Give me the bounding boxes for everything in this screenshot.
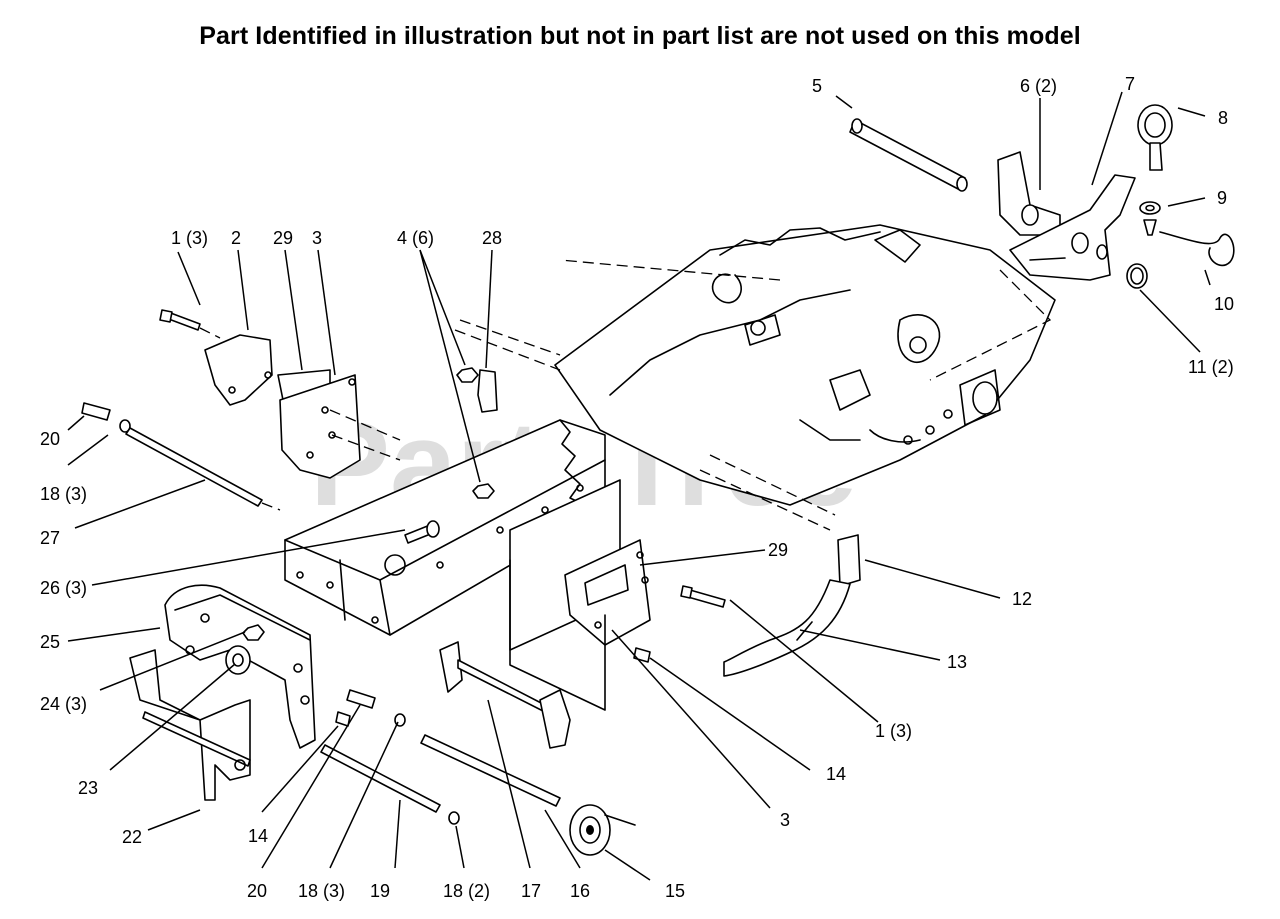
lower-bracket-assembly [129, 584, 460, 825]
callout-19: 19 [370, 881, 390, 901]
callout-14-right: 14 [826, 764, 846, 784]
callout-3-right: 3 [780, 810, 790, 830]
callout-2: 2 [231, 228, 241, 248]
lower-center-assembly [420, 559, 636, 856]
callout-12: 12 [1012, 589, 1032, 609]
callout-16: 16 [570, 881, 590, 901]
callout-7: 7 [1125, 74, 1135, 94]
tow-hitch-assembly [849, 104, 1235, 289]
callout-labels: 1 (3) 2 29 3 4 (6) 28 5 6 (2) 7 8 9 10 1… [40, 74, 1234, 901]
callout-14-bottom: 14 [248, 826, 268, 846]
callout-26: 26 (3) [40, 578, 87, 598]
callout-1-3-right: 1 (3) [875, 721, 912, 741]
callout-8: 8 [1218, 108, 1228, 128]
left-bracket-assembly [81, 309, 401, 511]
callout-20-bottom: 20 [247, 881, 267, 901]
callout-9: 9 [1217, 188, 1227, 208]
callout-15: 15 [665, 881, 685, 901]
callout-18-2: 18 (2) [443, 881, 490, 901]
diagram-title: Part Identified in illustration but not … [199, 22, 1081, 50]
callout-20-left: 20 [40, 429, 60, 449]
callout-24: 24 (3) [40, 694, 87, 714]
callout-29-right: 29 [768, 540, 788, 560]
callout-6: 6 (2) [1020, 76, 1057, 96]
callout-28: 28 [482, 228, 502, 248]
callout-11: 11 (2) [1188, 357, 1234, 377]
callout-3-top: 3 [312, 228, 322, 248]
callout-10: 10 [1214, 294, 1234, 314]
callout-1-3-top: 1 (3) [171, 228, 208, 248]
callout-22: 22 [122, 827, 142, 847]
frame-rail [284, 367, 621, 651]
callout-25: 25 [40, 632, 60, 652]
callout-18-left: 18 (3) [40, 484, 87, 504]
transaxle-housing [554, 224, 1056, 506]
axle-dashed-lines [454, 259, 1052, 531]
callout-27: 27 [40, 528, 60, 548]
callout-5: 5 [812, 76, 822, 96]
callout-18-bottom: 18 (3) [298, 881, 345, 901]
callout-17: 17 [521, 881, 541, 901]
leader-lines [67, 91, 1211, 881]
callout-13: 13 [947, 652, 967, 672]
callout-23: 23 [78, 778, 98, 798]
callout-29-top: 29 [273, 228, 293, 248]
callout-4: 4 (6) [397, 228, 434, 248]
right-plate-assembly [564, 534, 861, 677]
